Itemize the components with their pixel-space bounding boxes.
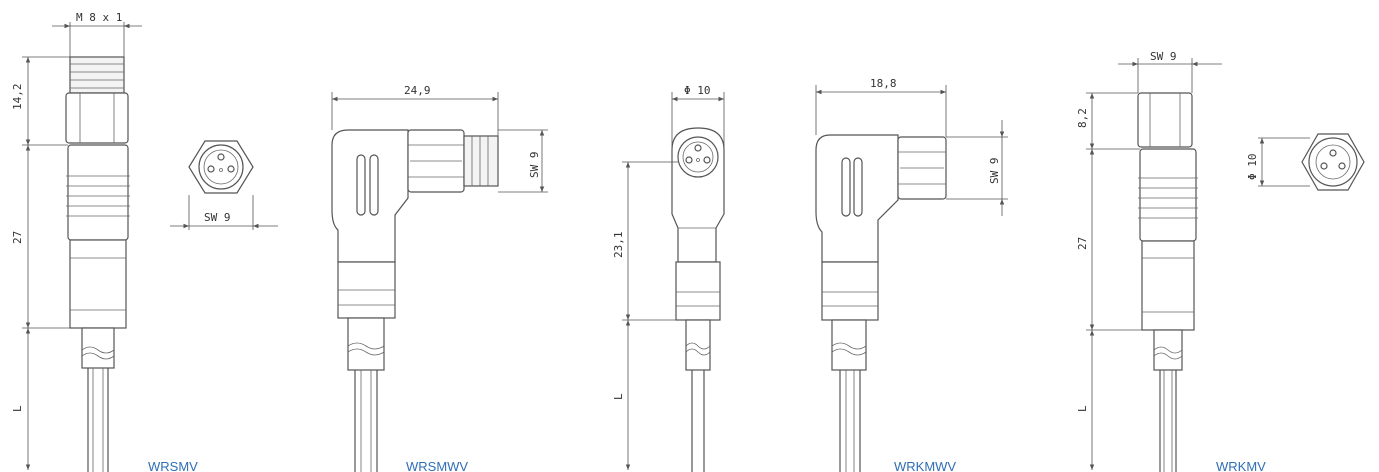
model-label-wrkmv: WRKMV <box>1216 459 1266 472</box>
thread-dim-label: M 8 x 1 <box>76 11 122 24</box>
hex-nut <box>65 92 129 144</box>
width-dim-label: 24,9 <box>404 84 431 97</box>
view-wrsmwv: 24,9 SW 9 WRSMWV <box>331 84 548 472</box>
cable-sleeve <box>81 327 115 369</box>
female-width-dim-label: 18,8 <box>870 77 897 90</box>
view-wrkmwv: 18,8 SW 9 WRKMWV <box>815 77 1008 472</box>
head-length-label: 14,2 <box>11 84 24 111</box>
view-wrsmv: M 8 x 1 14,2 27 L SW 9 WRSMV <box>11 11 278 472</box>
face-view-female <box>1301 133 1365 191</box>
female-sw-top-label: SW 9 <box>1150 50 1177 63</box>
angled-thread <box>463 135 499 187</box>
diameter-dim-label: Φ 10 <box>684 84 711 97</box>
female-cable-length-label: L <box>1076 405 1089 412</box>
female-body-length-label: 27 <box>1076 237 1089 250</box>
thread-section <box>69 56 125 94</box>
strain-relief <box>69 239 127 329</box>
female-straight-nut <box>1137 92 1193 148</box>
front-cable-length-label: L <box>612 393 625 400</box>
face-sw-label: SW 9 <box>204 211 231 224</box>
female-grip-body <box>1139 148 1197 242</box>
cable-length-label: L <box>11 405 24 412</box>
female-face-dia-label: Φ 10 <box>1246 154 1259 181</box>
female-sw-dim-label: SW 9 <box>988 158 1001 185</box>
front-body-length-label: 23,1 <box>612 232 625 259</box>
sw-dim-label: SW 9 <box>528 152 541 179</box>
model-label-wrkmwv: WRKMWV <box>894 459 956 472</box>
grip-body <box>67 144 129 241</box>
face-view-male <box>188 140 254 194</box>
model-label-wrsmwv: WRSMWV <box>406 459 468 472</box>
body-length-label: 27 <box>11 231 24 244</box>
model-label-wrsmv: WRSMV <box>148 459 198 472</box>
view-wrkmwv-front: Φ 10 23,1 L <box>612 84 725 472</box>
female-head-length-label: 8,2 <box>1076 108 1089 128</box>
view-wrkmv: SW 9 8,2 27 L Φ 10 WRKMV <box>1076 50 1365 472</box>
